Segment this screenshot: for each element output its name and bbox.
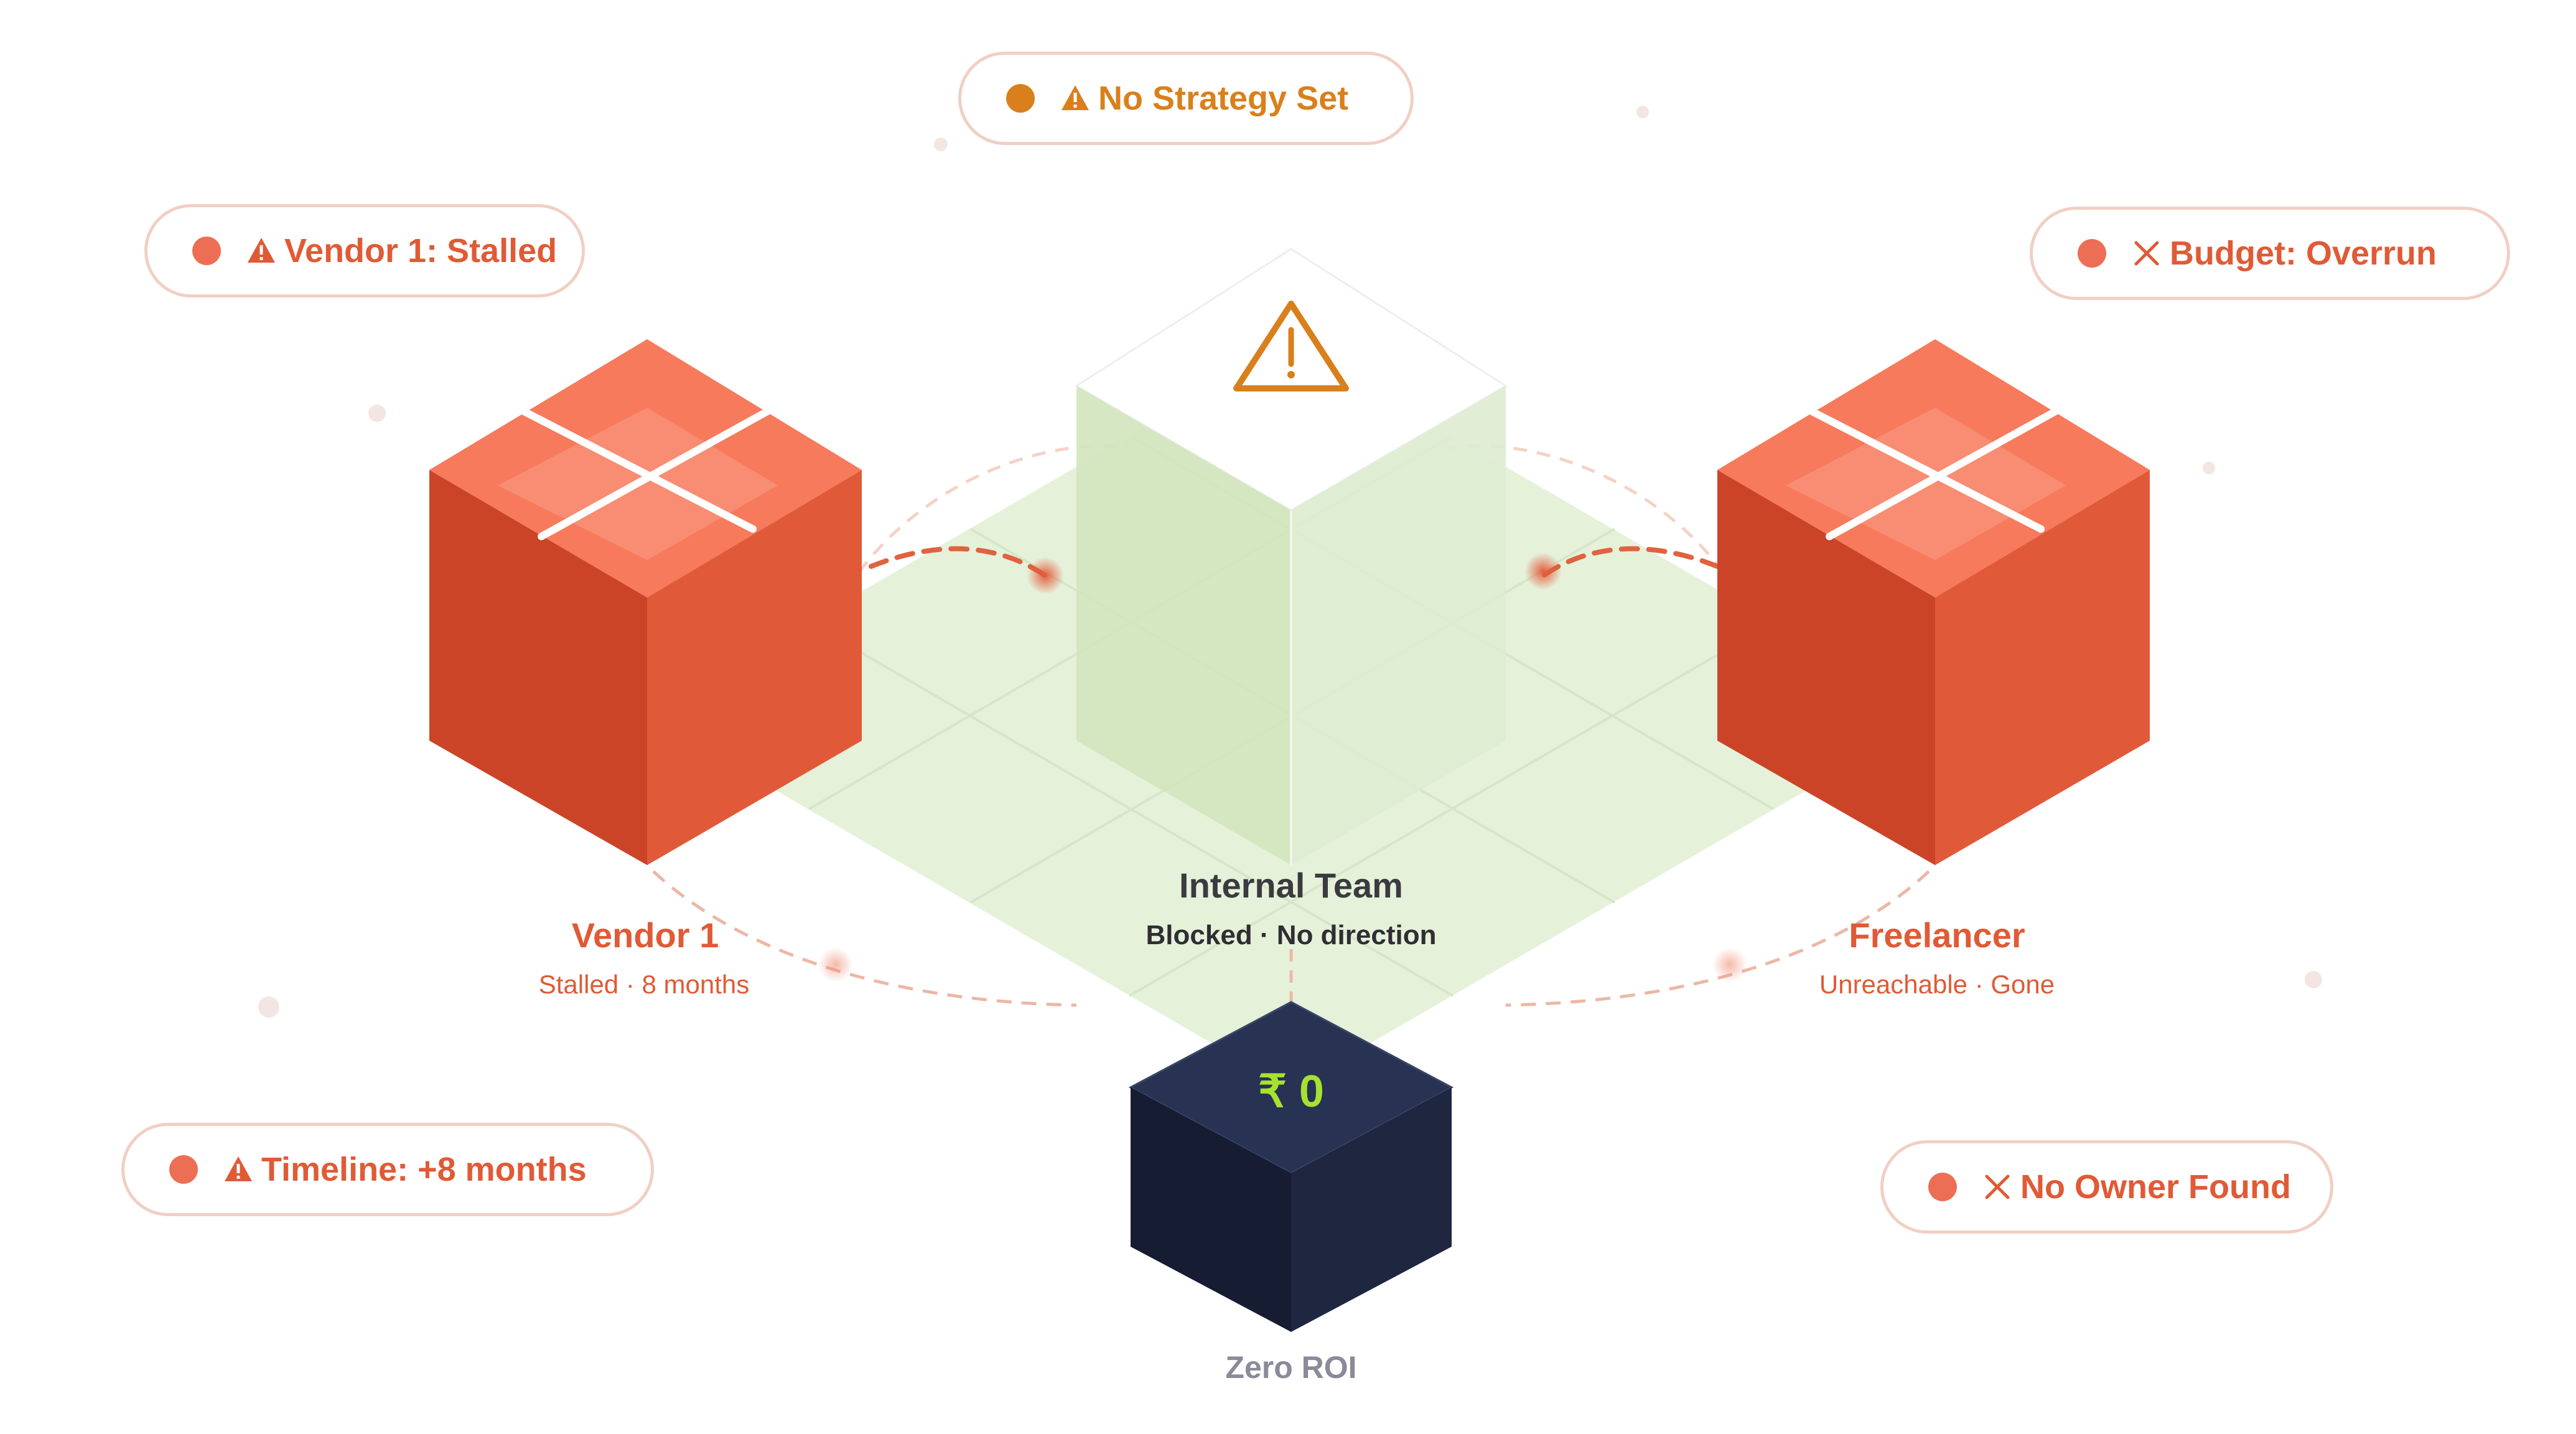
owner-badge-text: No Owner Found: [2020, 1168, 2291, 1206]
budget-badge-text: Budget: Overrun: [2170, 235, 2437, 272]
vendor-title: Vendor 1: [571, 916, 719, 955]
connections: [652, 444, 1930, 1007]
vendor-badge-text: Vendor 1: Stalled: [284, 232, 558, 269]
owner-badge: No Owner Found: [1880, 1140, 2333, 1234]
warning-icon: [1233, 301, 1349, 391]
status-dot: [1006, 84, 1035, 113]
freelancer-subtitle: Unreachable · Gone: [1819, 970, 2055, 999]
vendor-badge: Vendor 1: Stalled: [144, 204, 585, 298]
vendor-cube: [429, 339, 862, 865]
status-dot: [1928, 1173, 1957, 1201]
freelancer-title: Freelancer: [1849, 916, 2025, 955]
team-title: Internal Team: [1179, 866, 1403, 905]
budget-badge: Budget: Overrun: [2030, 207, 2510, 300]
status-dot: [2078, 239, 2106, 268]
warning-icon: [1062, 85, 1089, 110]
strategy-badge-text: No Strategy Set: [1098, 80, 1349, 117]
background-dots: [258, 106, 2322, 1018]
roi-value: ₹ 0: [1258, 1067, 1324, 1117]
timeline-badge: Timeline: +8 months: [121, 1123, 654, 1216]
warning-icon: [248, 238, 275, 263]
roi-cube: ₹ 0: [1128, 1001, 1454, 1332]
internal-team-block: [1075, 248, 1508, 865]
status-dot: [192, 237, 221, 265]
strategy-badge: No Strategy Set: [958, 52, 1414, 145]
close-icon: [2134, 241, 2159, 266]
team-subtitle: Blocked · No direction: [1146, 920, 1437, 950]
timeline-badge-text: Timeline: +8 months: [261, 1151, 587, 1188]
roi-title: Zero ROI: [1225, 1350, 1357, 1385]
vendor-subtitle: Stalled · 8 months: [538, 970, 750, 999]
freelancer-cube: [1717, 339, 2150, 865]
status-dot: [169, 1155, 198, 1184]
close-icon: [1985, 1174, 2010, 1199]
warning-icon: [225, 1156, 252, 1181]
